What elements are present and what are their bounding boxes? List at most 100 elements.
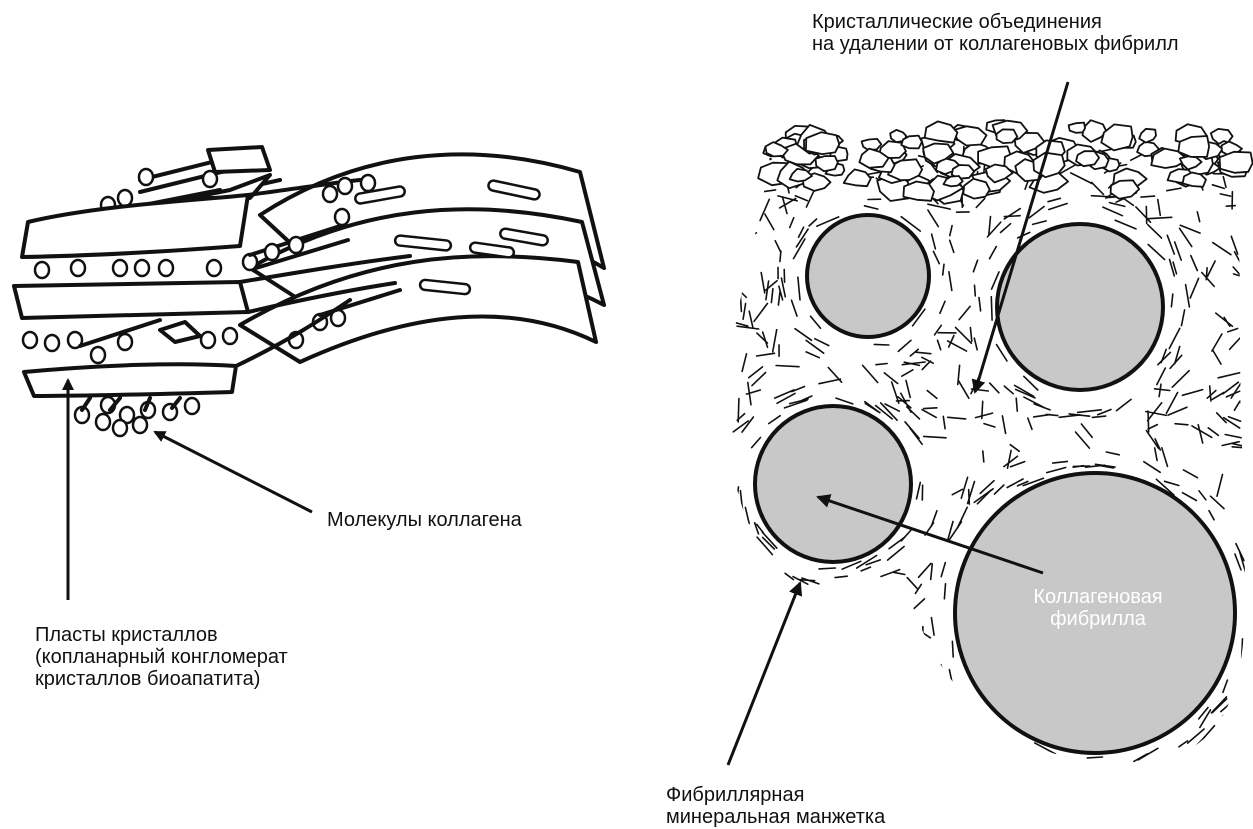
needle-crystal (759, 720, 768, 731)
needle-crystal (958, 381, 968, 399)
needle-crystal (1172, 371, 1189, 388)
needle-crystal (1188, 729, 1205, 743)
needle-crystal (835, 576, 847, 577)
needle-crystal (737, 522, 748, 539)
needle-crystal (793, 620, 815, 626)
needle-crystal (983, 451, 984, 462)
needle-crystal (1171, 294, 1172, 307)
needle-crystal (728, 681, 738, 686)
needle-crystal (1034, 753, 1054, 765)
needle-crystal (727, 165, 740, 182)
needle-crystal (1239, 739, 1253, 744)
needle-crystal (885, 621, 902, 635)
needle-crystal (764, 699, 778, 702)
needle-crystal (1008, 450, 1012, 468)
needle-crystal (1011, 462, 1025, 467)
crystal-aggregate-pebble (844, 169, 871, 186)
needle-crystal (1237, 214, 1253, 220)
needle-crystal (1208, 261, 1216, 276)
needle-crystal (1141, 196, 1155, 197)
crystal-aggregates-label: Кристаллические объединения на удалении … (812, 11, 1179, 55)
needle-crystal (966, 760, 970, 771)
needle-crystal (955, 757, 961, 771)
needle-crystal (1048, 198, 1060, 201)
needle-crystal (773, 653, 786, 662)
needle-crystal (1002, 416, 1005, 434)
crystal-aggregate-pebble (997, 129, 1018, 143)
needle-crystal (745, 508, 749, 524)
needle-crystal (1180, 225, 1200, 233)
needle-crystal (1175, 242, 1182, 260)
needle-crystal (876, 364, 887, 365)
needle-crystal (928, 210, 938, 227)
needle-crystal (1226, 205, 1242, 206)
needle-crystal (1081, 424, 1092, 437)
needle-crystal (1157, 368, 1166, 385)
needle-crystal (1180, 228, 1192, 246)
needle-crystal (1166, 393, 1177, 414)
needle-crystal (948, 417, 966, 419)
needle-crystal (1162, 448, 1168, 467)
crystal-aggregate-pebble (1069, 123, 1086, 133)
needle-crystal (726, 221, 734, 238)
needle-crystal (1103, 207, 1123, 216)
needle-crystal (863, 365, 878, 382)
needle-crystal (776, 366, 799, 367)
needle-crystal (1203, 726, 1214, 739)
needle-crystal (922, 660, 930, 680)
needle-crystal (775, 241, 780, 252)
needle-crystal (795, 329, 812, 341)
needle-crystal (991, 297, 992, 320)
needle-crystal (842, 737, 851, 755)
needle-crystal (908, 721, 910, 739)
needle-crystal (1182, 310, 1185, 326)
needle-crystal (986, 738, 987, 755)
needle-crystal (959, 704, 970, 721)
crystal-aggregate-pebble (816, 156, 838, 171)
needle-crystal (1034, 415, 1050, 417)
needle-crystal (1211, 496, 1225, 508)
needle-crystal (1155, 389, 1170, 391)
needle-crystal (773, 330, 777, 352)
needle-crystal (1091, 196, 1114, 197)
needle-crystal (1167, 235, 1174, 254)
needle-crystal (780, 199, 796, 208)
needle-crystal (733, 705, 749, 712)
needle-crystal (1234, 274, 1246, 278)
crystal-aggregate-pebble (1076, 151, 1099, 166)
needle-crystal (932, 668, 945, 686)
needle-crystal (1148, 411, 1149, 432)
needle-crystal (1220, 194, 1230, 196)
needle-crystal (718, 249, 728, 259)
needle-crystal (731, 596, 734, 608)
needle-crystal (1001, 224, 1011, 233)
needle-crystal (861, 567, 870, 571)
needle-crystal (917, 482, 921, 499)
needle-crystal (729, 629, 735, 644)
needle-crystal (931, 564, 933, 580)
needle-crystal (742, 619, 753, 636)
needle-crystal (752, 160, 760, 171)
needle-crystal (1115, 220, 1136, 229)
needle-crystal (973, 260, 977, 272)
needle-crystal (906, 694, 912, 703)
needle-crystal (950, 226, 952, 236)
needle-crystal (1183, 493, 1197, 501)
needle-crystal (743, 593, 747, 617)
needle-crystal (749, 367, 763, 378)
needle-crystal (731, 249, 744, 265)
needle-crystal (949, 272, 952, 291)
needle-crystal (786, 745, 806, 751)
needle-crystal (811, 675, 824, 693)
needle-crystal (760, 199, 769, 220)
needle-crystal (723, 255, 727, 272)
needle-crystal (728, 719, 729, 734)
cuff-arrow (728, 583, 800, 765)
needle-crystal (866, 667, 867, 683)
crystal-aggregate-pebble (903, 182, 934, 201)
needle-crystal (919, 563, 932, 577)
collagen-fibril-top-left (807, 215, 929, 337)
needle-crystal (1238, 713, 1250, 731)
needle-crystal (778, 292, 780, 305)
needle-crystal (1241, 403, 1252, 421)
